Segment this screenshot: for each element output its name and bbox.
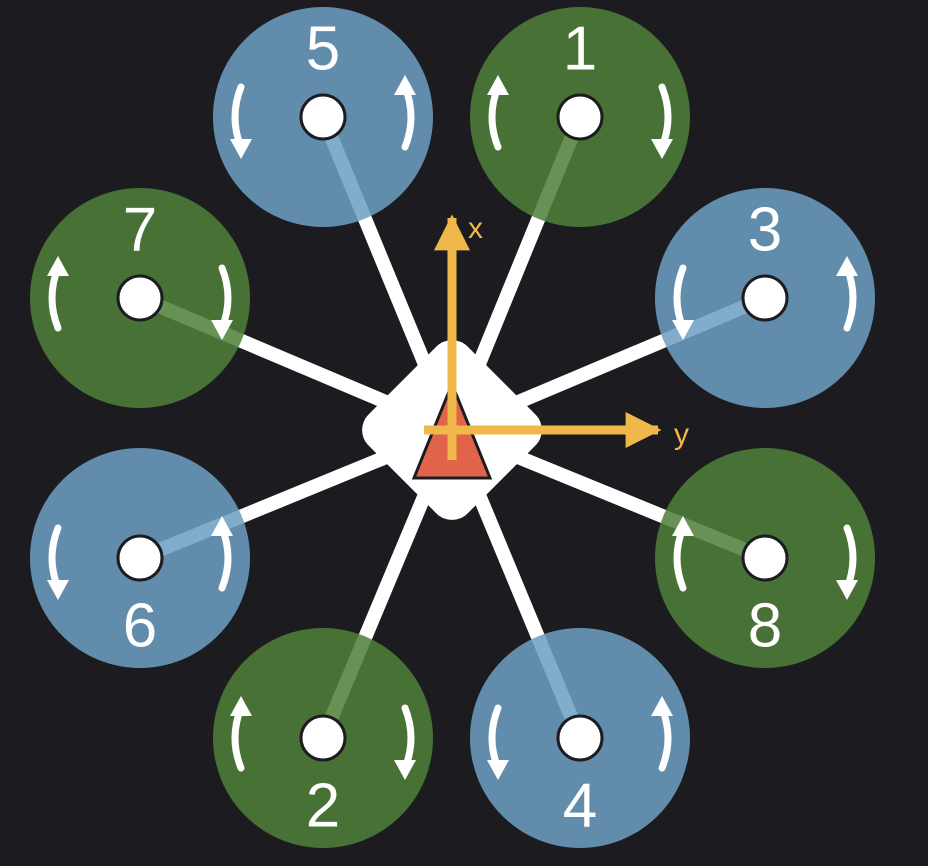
motor-number-label: 3 <box>748 196 782 265</box>
rotation-cw-icon <box>230 75 416 159</box>
motor-hub <box>741 534 789 582</box>
motor-number-label: 4 <box>563 772 597 841</box>
motor-5: 5 <box>213 7 433 227</box>
motor-number-label: 7 <box>123 196 157 265</box>
motor-number-label: 5 <box>306 15 340 84</box>
x-axis-label: x <box>468 212 483 245</box>
motor-1: 1 <box>470 7 690 227</box>
motor-number-label: 2 <box>306 772 340 841</box>
motor-8: 8 <box>655 448 875 668</box>
motor-3: 3 <box>655 188 875 408</box>
axes: x y <box>424 212 689 460</box>
motor-hub <box>741 274 789 322</box>
motor-7: 7 <box>30 188 250 408</box>
rotation-ccw-icon <box>672 516 858 600</box>
rotation-cw-icon <box>487 696 673 780</box>
motor-6: 6 <box>30 448 250 668</box>
motor-hub <box>116 534 164 582</box>
motor-number-label: 8 <box>748 592 782 661</box>
motor-hub <box>299 93 347 141</box>
y-axis-label: y <box>674 418 689 451</box>
motor-number-label: 6 <box>123 592 157 661</box>
rotation-cw-icon <box>47 516 233 600</box>
rotation-cw-icon <box>672 256 858 340</box>
motor-hub <box>116 274 164 322</box>
motor-2: 2 <box>213 628 433 848</box>
rotation-ccw-icon <box>230 696 416 780</box>
motor-hub <box>556 714 604 762</box>
motor-hub <box>556 93 604 141</box>
motors-layer: 1 2 3 4 5 6 7 8 <box>30 7 875 848</box>
rotation-ccw-icon <box>47 256 233 340</box>
motor-4: 4 <box>470 628 690 848</box>
motor-number-label: 1 <box>563 15 597 84</box>
rotation-ccw-icon <box>487 75 673 159</box>
motor-hub <box>299 714 347 762</box>
